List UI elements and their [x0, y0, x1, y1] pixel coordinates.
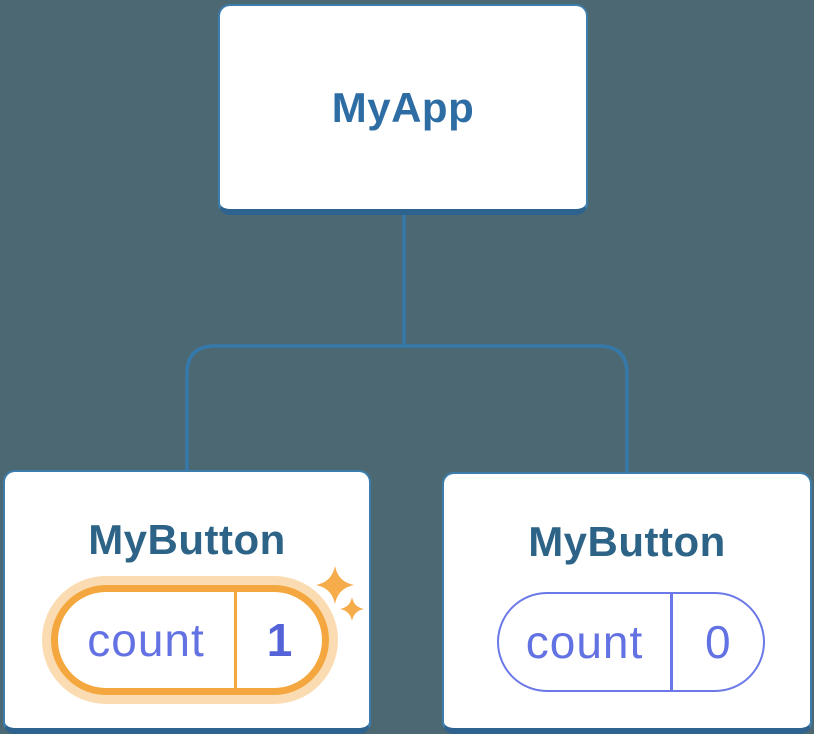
component-name-label: MyButton — [528, 518, 726, 565]
pill-divider — [670, 594, 673, 690]
state-key-label: count — [87, 614, 205, 666]
state-pill-highlighted: count 1 — [51, 585, 329, 695]
state-key-label: count — [525, 616, 644, 668]
component-node-mybutton-left: MyButton count 1 — [3, 470, 371, 734]
state-pill: count 0 — [497, 592, 765, 692]
sparkle-icon — [316, 566, 364, 621]
component-name-label: MyApp — [331, 83, 475, 131]
state-value: 1 — [266, 614, 293, 666]
component-name-label: MyButton — [88, 516, 286, 563]
state-value: 0 — [704, 616, 731, 668]
component-node-mybutton-right: MyButton count 0 — [442, 472, 812, 734]
component-node-myapp: MyApp — [218, 4, 588, 215]
pill-divider — [234, 592, 237, 688]
